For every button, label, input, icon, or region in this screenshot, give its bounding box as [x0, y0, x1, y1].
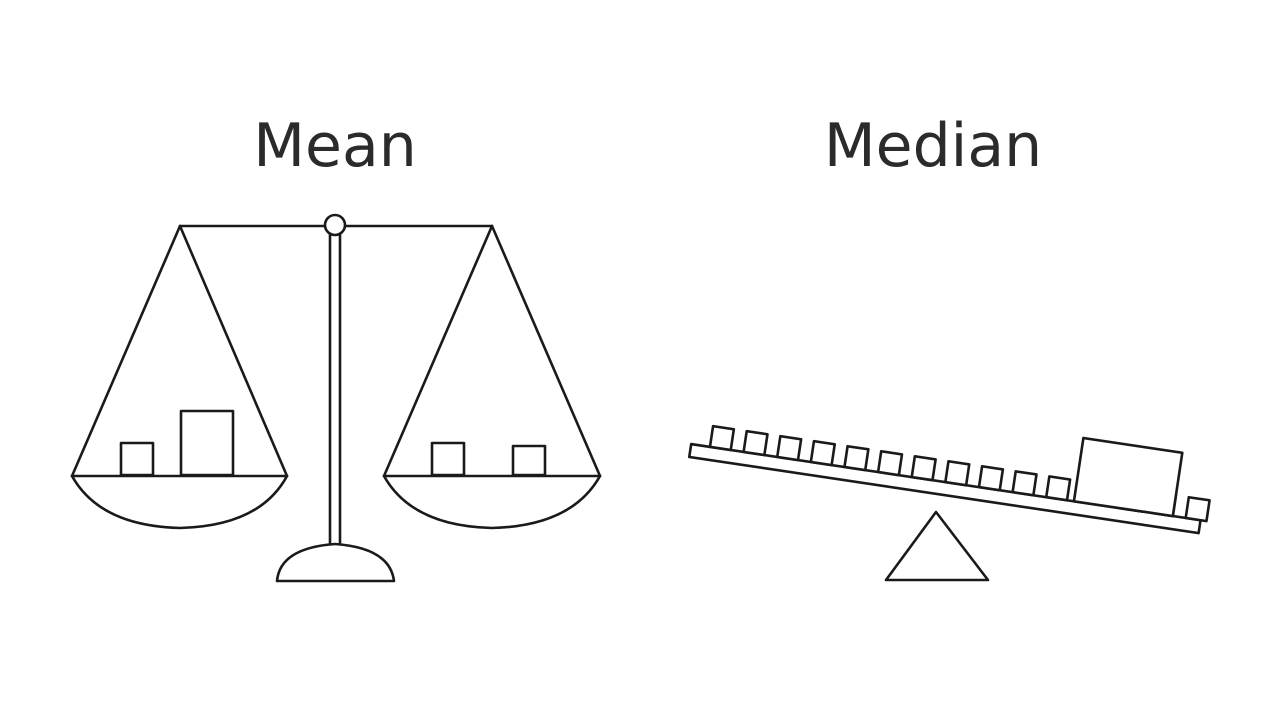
large-block — [1072, 436, 1184, 518]
small-block — [1184, 495, 1211, 523]
small-block — [910, 454, 937, 482]
scale-base — [275, 542, 396, 583]
right-pan — [382, 224, 602, 530]
weight-small — [430, 441, 466, 477]
small-block — [809, 439, 837, 467]
small-block — [1011, 470, 1038, 497]
small-block — [708, 424, 736, 452]
small-block — [1044, 475, 1072, 502]
left-pan — [70, 224, 289, 530]
small-block — [944, 460, 971, 487]
median-title: Median — [823, 111, 1043, 181]
small-block — [977, 465, 1005, 492]
scale-pillar — [328, 230, 342, 550]
weight-large — [179, 409, 235, 477]
weight-small — [119, 441, 155, 477]
small-block — [843, 444, 870, 472]
small-block — [876, 449, 904, 477]
scale-pivot — [323, 213, 347, 237]
small-block — [742, 429, 769, 457]
weight-small — [511, 444, 547, 477]
mean-title: Mean — [253, 111, 417, 181]
seesaw-fulcrum — [884, 510, 990, 582]
balance-scale-icon — [70, 213, 602, 583]
small-block — [775, 434, 803, 462]
seesaw-icon — [687, 424, 1211, 582]
